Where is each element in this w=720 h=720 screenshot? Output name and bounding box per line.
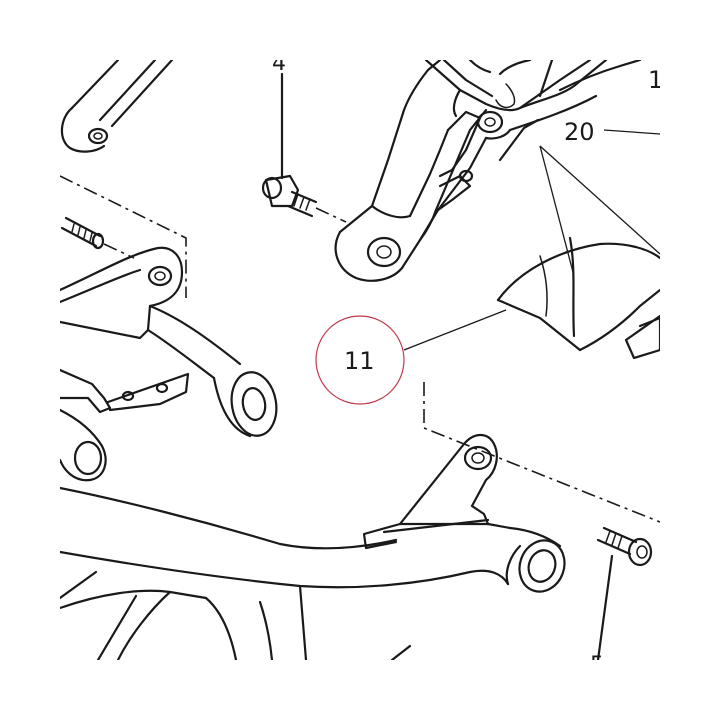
- label-part-5: 5: [590, 653, 604, 678]
- lower-frame-tube: [60, 486, 566, 660]
- leader-11-a: [539, 145, 575, 277]
- left-frame-bracket: [60, 246, 278, 482]
- leader-11-c: [403, 309, 507, 351]
- label-part-11: 11: [344, 347, 375, 375]
- centerline-right: [423, 382, 660, 523]
- leader-11-b: [539, 145, 660, 255]
- centerline-left: [60, 175, 187, 298]
- bolt-5: [596, 526, 653, 660]
- upper-left-link-arm: [60, 60, 174, 153]
- label-part-20: 20: [564, 118, 595, 146]
- leader-20: [603, 129, 660, 135]
- label-part-1: 1: [648, 66, 663, 94]
- part-11-highlight-circle: [315, 315, 405, 405]
- bolt-left: [60, 216, 135, 259]
- lower-right-bracket: [362, 433, 562, 550]
- upper-right-arm: [334, 60, 642, 282]
- bolt-4: [261, 72, 347, 223]
- label-part-4: 4: [272, 51, 286, 76]
- part-11-curved-pad: [496, 236, 660, 360]
